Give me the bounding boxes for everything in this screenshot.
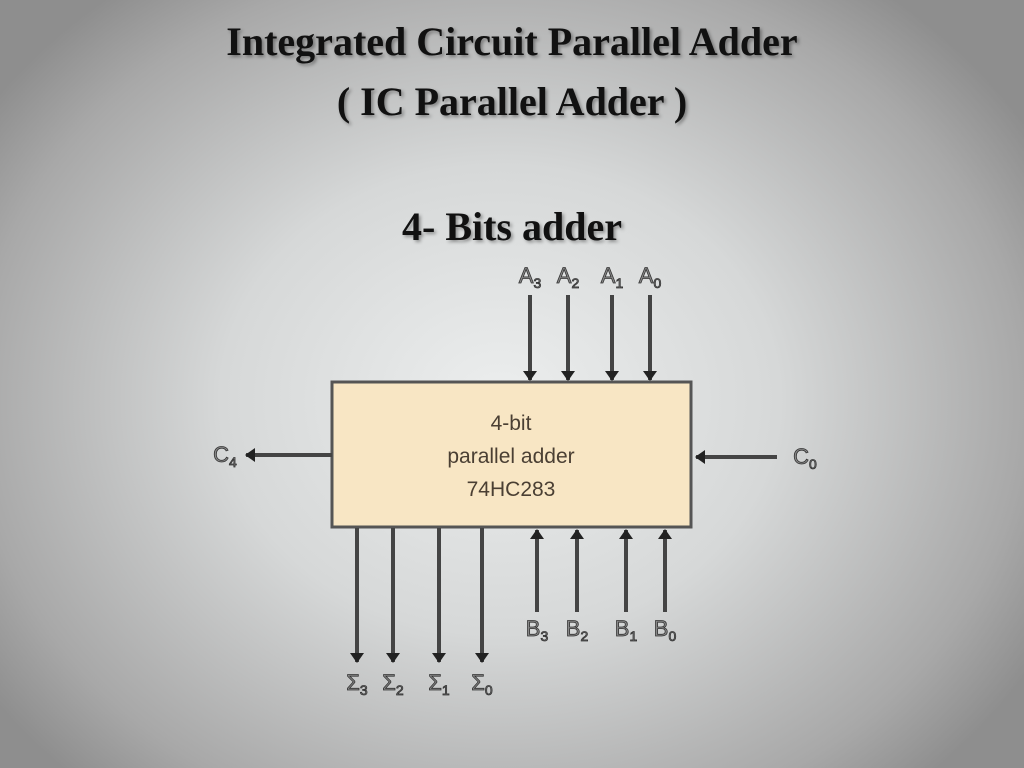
box-line-3: 74HC283 (467, 478, 556, 501)
box-line-2: parallel adder (447, 445, 574, 468)
carry-out-label: C4 (213, 442, 237, 470)
b-input-label: B1 (615, 616, 638, 644)
a-input-label: A1 (601, 263, 624, 291)
sum-output-label: Σ1 (428, 670, 450, 698)
b-input-label: B2 (566, 616, 589, 644)
sum-output-label: Σ3 (346, 670, 368, 698)
adder-box (330, 380, 693, 529)
slide-subtitle: 4- Bits adder (402, 204, 622, 249)
a-input-label: A0 (639, 263, 662, 291)
box-line-1: 4-bit (491, 412, 532, 435)
carry-in-label: C0 (793, 444, 817, 472)
b-input-label: B3 (526, 616, 549, 644)
a-input-label: A2 (557, 263, 580, 291)
slide-title-line2: ( IC Parallel Adder ) (336, 79, 688, 124)
sum-output-label: Σ0 (471, 670, 493, 698)
b-input-label: B0 (654, 616, 677, 644)
sum-output-label: Σ2 (382, 670, 404, 698)
slide-title-line1: Integrated Circuit Parallel Adder (226, 19, 798, 64)
a-input-label: A3 (519, 263, 542, 291)
